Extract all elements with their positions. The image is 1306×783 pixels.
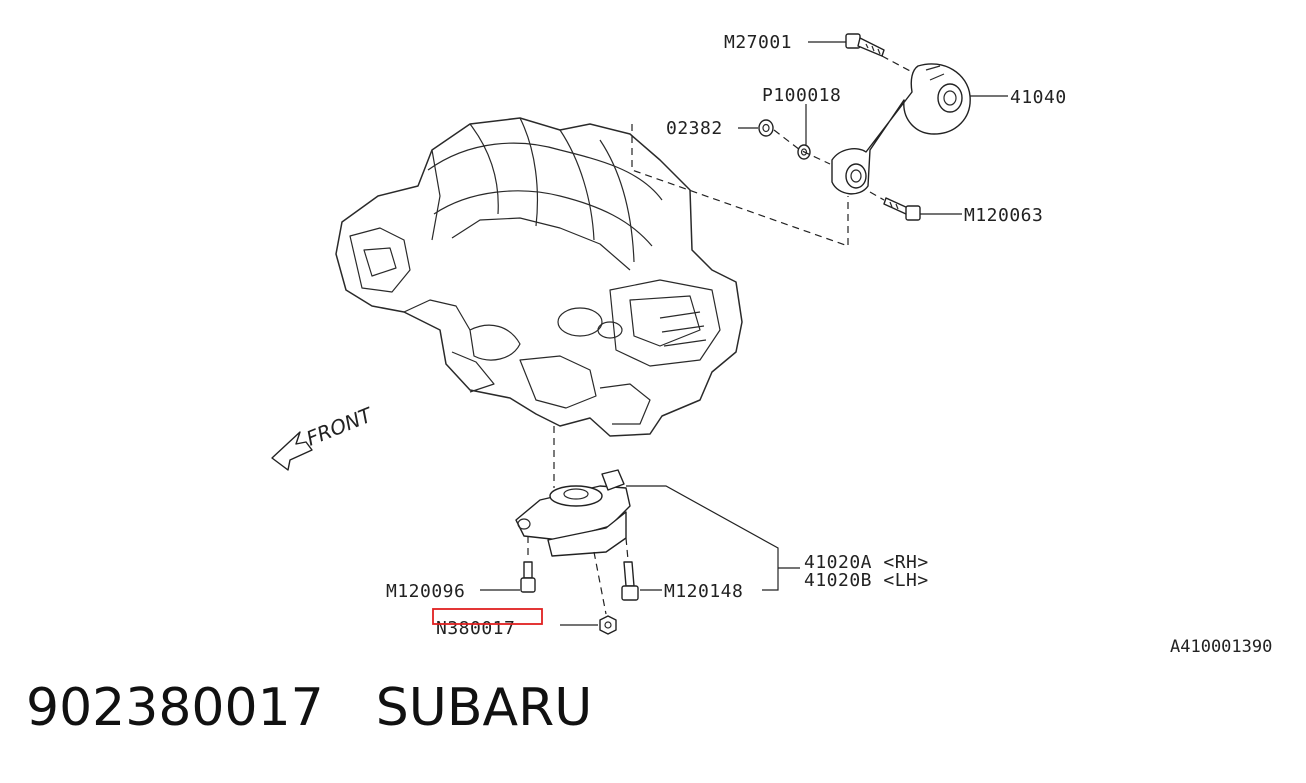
brand-name: SUBARU: [375, 678, 593, 738]
label-02382[interactable]: 02382: [666, 118, 723, 139]
part-number: 902380017: [26, 678, 324, 738]
diagram-reference-code: A410001390: [1170, 637, 1272, 657]
label-m120063[interactable]: M120063: [964, 205, 1043, 226]
label-41040[interactable]: 41040: [1010, 87, 1067, 108]
label-41020b[interactable]: 41020B <LH>: [804, 570, 929, 591]
engine-illustration: [335, 117, 743, 437]
front-arrow-icon: [271, 431, 313, 471]
bolt-m120096[interactable]: [520, 561, 536, 593]
bolt-m120148[interactable]: [621, 561, 639, 601]
label-m120148[interactable]: M120148: [664, 581, 743, 602]
washer-02382[interactable]: [758, 119, 774, 137]
engine-mount-41020[interactable]: [515, 469, 631, 557]
front-label: FRONT: [303, 402, 377, 451]
label-m27001[interactable]: M27001: [724, 32, 792, 53]
label-p100018[interactable]: P100018: [762, 85, 841, 106]
torque-rod-41040[interactable]: [831, 63, 971, 195]
label-41020a[interactable]: 41020A <RH>: [804, 552, 929, 573]
label-m120096[interactable]: M120096: [386, 581, 465, 602]
nut-n380017[interactable]: [599, 615, 617, 635]
bolt-m27001[interactable]: [845, 33, 885, 57]
label-n380017[interactable]: N380017: [436, 618, 515, 639]
bolt-m120063[interactable]: [883, 197, 921, 221]
page-footer: 902380017 SUBARU: [26, 678, 592, 738]
highlight-box: [432, 608, 543, 625]
